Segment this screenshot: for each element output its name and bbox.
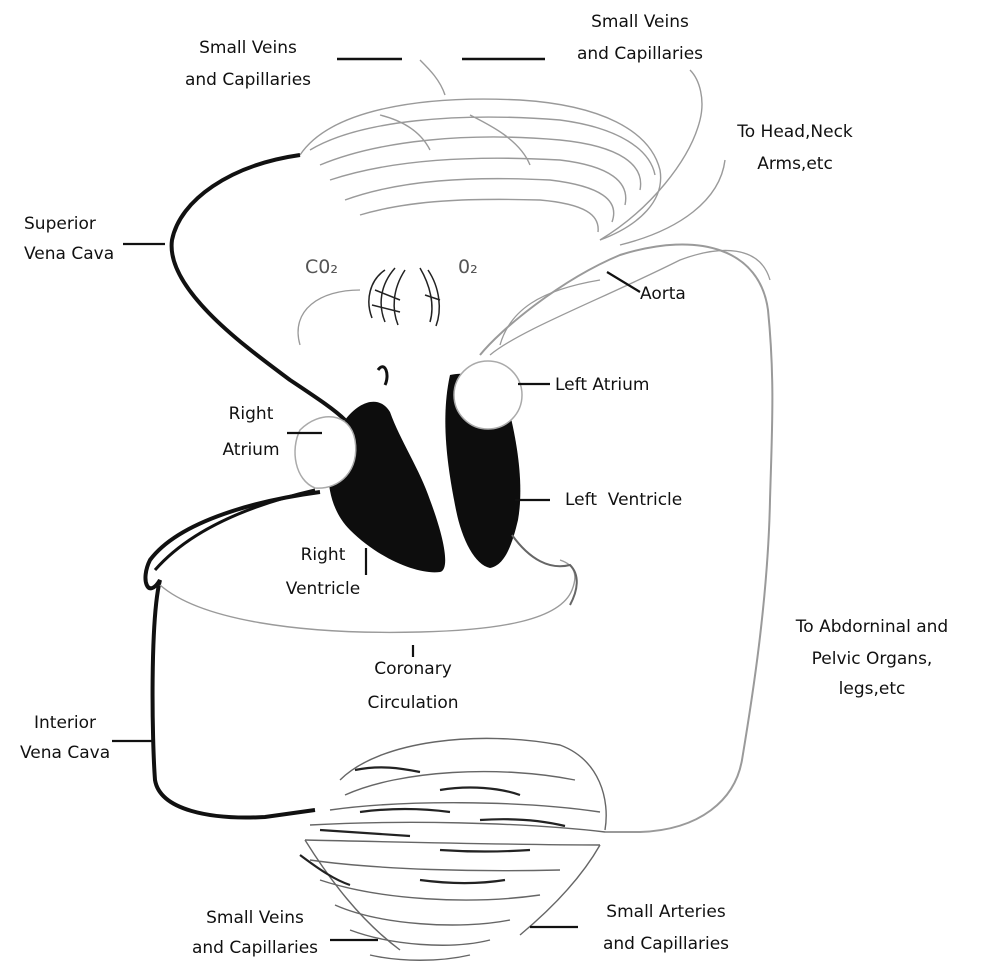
aorta-arch — [480, 244, 772, 832]
label-small-veins-top-right: Small Veins and Capillaries — [548, 12, 732, 64]
label-line: Vena Cava — [24, 244, 114, 264]
label-line: and Capillaries — [176, 938, 334, 958]
label-line: and Capillaries — [548, 44, 732, 64]
label-superior-vena-cava: Superior Vena Cava — [24, 214, 114, 264]
label-line: To Abdorninal and — [772, 617, 972, 637]
coronary-artery-branch — [512, 535, 577, 605]
label-coronary-circulation: Coronary Circulation — [350, 659, 476, 713]
heart — [295, 361, 522, 572]
label-line: Small Veins — [548, 12, 732, 32]
label-left-atrium: Left Atrium — [555, 375, 649, 395]
label-line: Circulation — [350, 693, 476, 713]
label-line: and Capillaries — [160, 70, 336, 90]
label-small-veins-bottom: Small Veins and Capillaries — [176, 908, 334, 958]
label-co2: C0₂ — [305, 256, 338, 278]
label-line: legs,etc — [772, 679, 972, 699]
label-right-ventricle: Right Ventricle — [270, 545, 376, 599]
label-aorta: Aorta — [640, 284, 686, 304]
leader-lines — [112, 244, 640, 940]
inferior-vena-cava — [145, 492, 320, 818]
label-left-ventricle: Left Ventricle — [565, 490, 682, 510]
label-small-veins-top-left: Small Veins and Capillaries — [160, 38, 336, 90]
label-o2: 0₂ — [458, 256, 478, 278]
label-line: Interior — [20, 713, 110, 733]
superior-vena-cava — [172, 155, 345, 420]
pulmonary-trunk — [378, 367, 387, 385]
label-line: Ventricle — [270, 579, 376, 599]
label-line: To Head,Neck — [720, 122, 870, 142]
label-to-abdominal: To Abdorninal and Pelvic Organs, legs,et… — [772, 617, 972, 699]
label-small-arteries-bottom: Small Arteries and Capillaries — [582, 902, 750, 954]
upper-capillary-bed — [300, 60, 725, 245]
label-line: and Capillaries — [582, 934, 750, 954]
label-line: Right — [212, 404, 290, 424]
label-right-atrium: Right Atrium — [212, 404, 290, 460]
label-to-head: To Head,Neck Arms,etc — [720, 122, 870, 174]
label-line: Right — [270, 545, 376, 565]
lung-icon — [369, 268, 440, 326]
label-line: Small Veins — [176, 908, 334, 928]
lower-capillary-dark — [300, 767, 565, 885]
label-line: Arms,etc — [720, 154, 870, 174]
label-line: Coronary — [350, 659, 476, 679]
label-line: Pelvic Organs, — [772, 649, 972, 669]
label-line: Superior — [24, 214, 114, 234]
label-line: Small Veins — [160, 38, 336, 58]
label-line: Atrium — [212, 440, 290, 460]
label-line: Small Arteries — [582, 902, 750, 922]
label-inferior-vena-cava: Interior Vena Cava — [20, 713, 110, 763]
left-atrium-shape — [454, 361, 522, 429]
label-line: Vena Cava — [20, 743, 110, 763]
